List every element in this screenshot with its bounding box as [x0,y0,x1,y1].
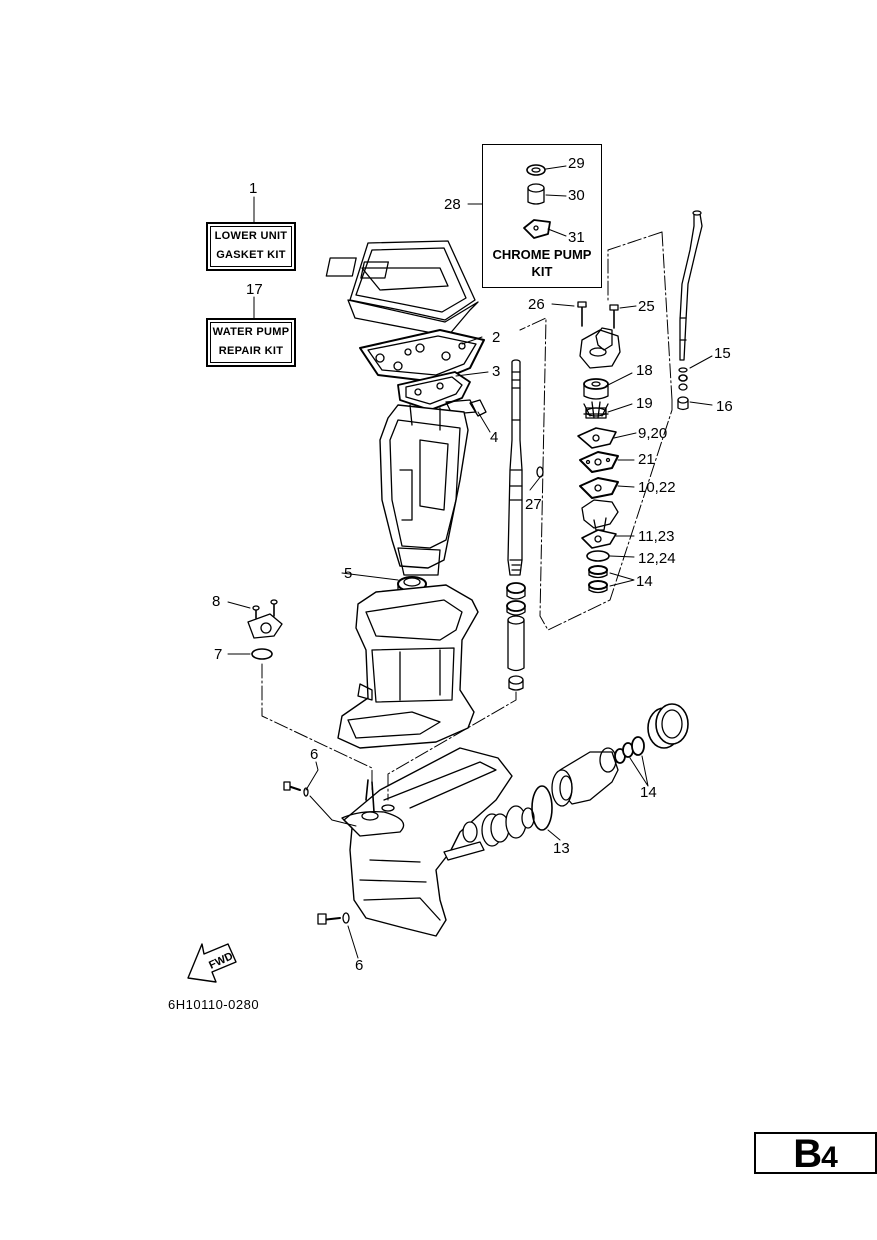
prop-shaft-assembly [443,805,535,861]
oring-7 [251,648,273,660]
lower-unit-gasket-kit-label: LOWER UNIT GASKET KIT [206,222,296,271]
fwd-arrow: FWD [187,943,237,983]
bearing-housing [551,747,619,807]
callout-19: 19 [636,395,653,412]
callout-14-upper: 14 [636,573,653,590]
kit-part-30 [527,183,545,205]
chrome-pump-kit-title: CHROME PUMP KIT [482,246,602,280]
oring-12-24 [586,550,610,562]
extension-housing [337,584,479,749]
callout-30: 30 [568,187,585,204]
callout-13: 13 [553,840,570,857]
plate-9-20 [577,427,617,449]
water-tube [679,210,703,361]
assembly-lines [261,231,673,801]
callout-2: 2 [492,329,501,346]
chrome-pump-kit-line1: CHROME PUMP [492,247,592,262]
callout-7: 7 [214,646,223,663]
callout-3: 3 [492,363,501,380]
gasket-3 [397,371,471,411]
callout-21: 21 [638,451,655,468]
callout-31: 31 [568,229,585,246]
callout-29: 29 [568,155,585,172]
callout-9-20: 9,20 [638,425,668,442]
callout-6-lower: 6 [355,957,364,974]
bolt-6-upper [283,781,309,797]
callout-11-23: 11,23 [638,528,675,545]
kit-part-29 [526,164,546,176]
chrome-pump-kit-box [482,144,602,288]
callout-1: 1 [249,180,258,197]
callout-15: 15 [714,345,731,362]
callout-10-22: 10,22 [638,479,676,496]
callout-12-24: 12,24 [638,550,676,567]
kit-part-31 [523,219,551,239]
figure-code: 6H10110-0280 [168,997,260,1012]
page-badge: B4 [754,1132,877,1174]
seals-14-lower [614,736,645,764]
bolt-25 [609,304,619,329]
lower-unit-kit-line1: LOWER UNIT [214,230,288,242]
callout-6-upper: 6 [310,746,319,763]
page-letter: B [793,1132,822,1176]
callout-18: 18 [636,362,653,379]
pin-27 [536,466,544,478]
callout-25: 25 [638,298,655,315]
bolt-26 [577,301,587,327]
grommet-16 [677,396,689,411]
insert-18 [583,378,609,400]
water-pump-kit-line2: REPAIR KIT [218,345,284,357]
callout-17: 17 [246,281,263,298]
callout-16: 16 [716,398,733,415]
seals-14-upper [588,565,608,594]
lower-casing [341,747,513,937]
upper-casing [379,404,469,576]
bearing-housing-ring [647,703,689,749]
callout-26: 26 [528,296,545,313]
callout-27: 27 [525,496,542,513]
sender-8 [247,599,283,639]
grommet-15 [678,367,688,391]
callout-14-lower: 14 [640,784,657,801]
leader-lines [227,165,713,959]
callout-8: 8 [212,593,221,610]
plate-21 [579,451,619,473]
callout-28: 28 [444,196,461,213]
chrome-pump-kit-line2: KIT [531,264,553,279]
drive-shaft [507,359,523,576]
water-pump-repair-kit-label: WATER PUMP REPAIR KIT [206,318,296,367]
plate-11-23 [581,529,617,549]
impeller-19 [583,401,609,419]
pump-base [581,499,619,531]
oring-13 [531,785,553,831]
pump-housing-chrome [579,327,621,369]
plate-10-22 [579,477,619,499]
callout-5: 5 [344,565,353,582]
lower-unit-kit-line2: GASKET KIT [216,249,286,261]
top-gasket-plates [325,240,479,337]
bolt-6-lower [317,912,350,925]
water-pump-kit-line1: WATER PUMP [212,326,290,338]
callout-4: 4 [490,429,499,446]
page-number: 4 [821,1141,838,1174]
shaft-bushings [506,582,526,691]
gasket-2 [359,329,485,383]
